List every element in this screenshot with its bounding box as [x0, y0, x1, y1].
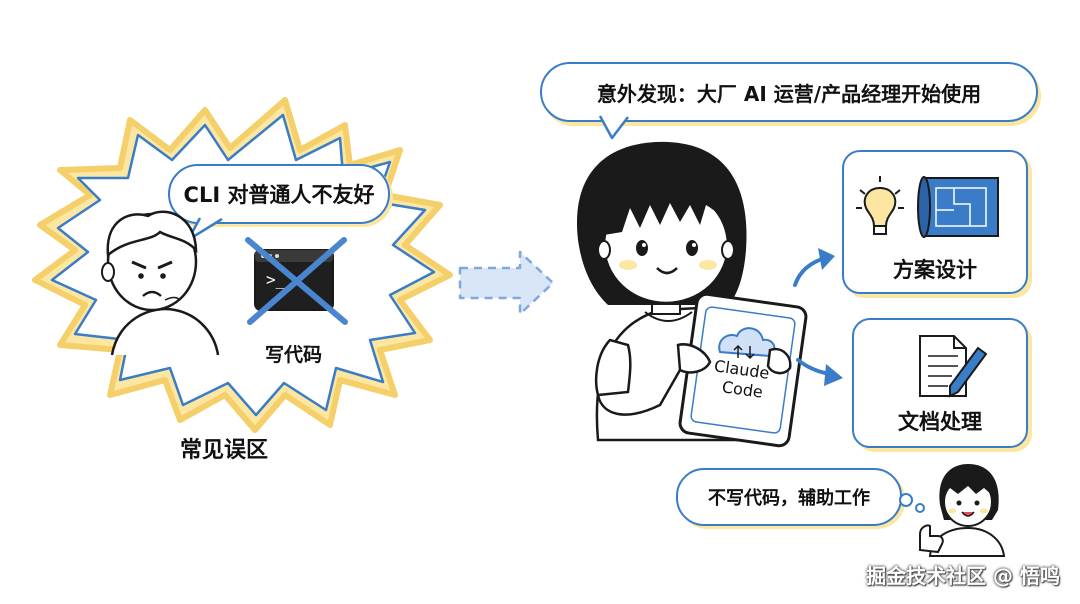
misconception-caption: 常见误区: [180, 438, 269, 463]
watermark: 掘金技术社区 @ 悟鸣: [866, 564, 1060, 588]
discovery-bubble-text: 意外发现：大厂 AI 运营/产品经理开始使用: [596, 82, 982, 106]
doc-processing-card: 文档处理: [852, 318, 1028, 448]
doc-processing-label: 文档处理: [898, 410, 982, 434]
blueprint-icon: [917, 176, 999, 238]
svg-text:>_: >_: [266, 270, 286, 289]
cli-bubble-text: CLI 对普通人不友好: [183, 183, 375, 207]
plan-design-label: 方案设计: [893, 258, 977, 282]
assist-speech-bubble: 不写代码，辅助工作: [676, 468, 902, 526]
discovery-speech-bubble: 意外发现：大厂 AI 运营/产品经理开始使用: [540, 62, 1038, 122]
cli-speech-bubble: CLI 对普通人不友好: [168, 164, 390, 224]
document-pen-icon: [919, 335, 988, 398]
lightbulb-icon: [856, 176, 904, 235]
assist-bubble-text: 不写代码，辅助工作: [708, 488, 870, 509]
plan-design-card: 方案设计: [842, 150, 1028, 294]
write-code-label: 写代码: [265, 344, 323, 366]
